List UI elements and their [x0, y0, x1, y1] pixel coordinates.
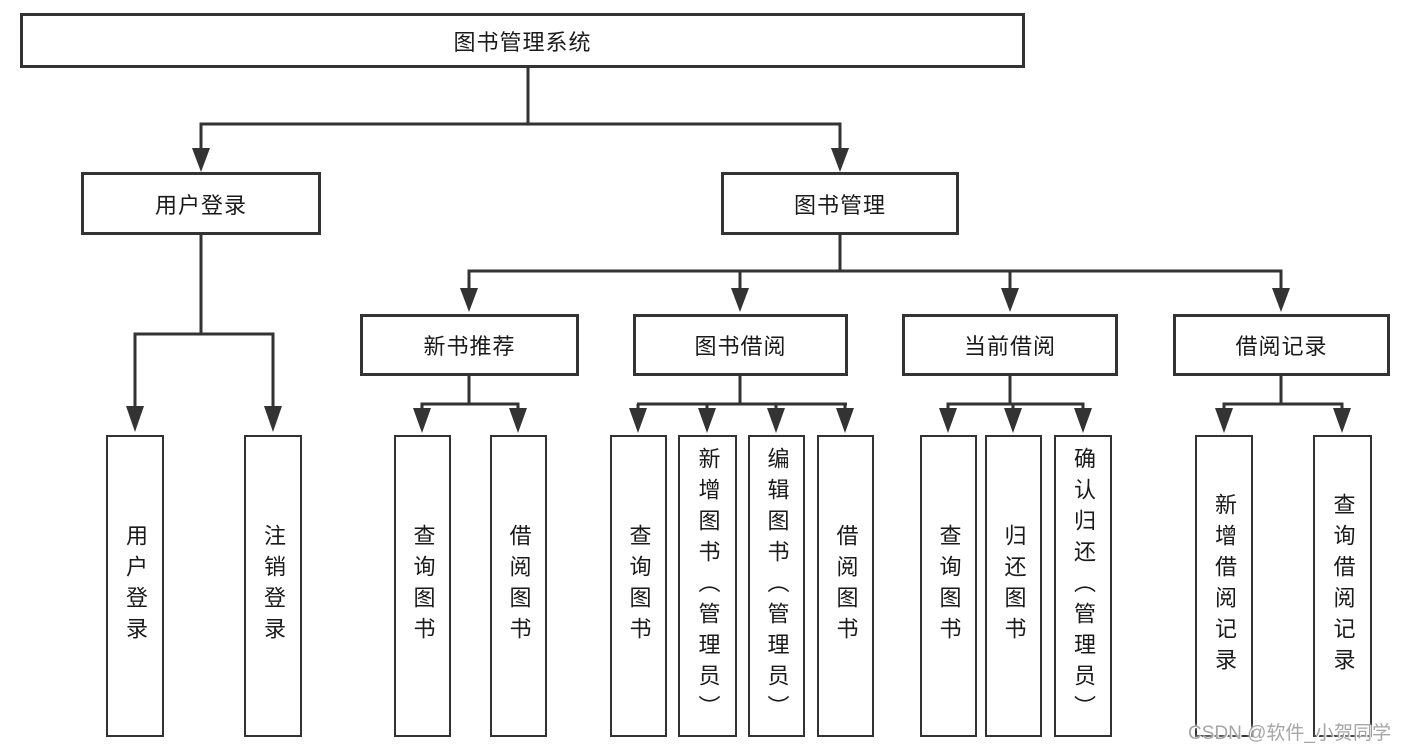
- connector-book-management-branch: [467, 235, 1283, 289]
- arrowhead-cb-confirm: [1074, 408, 1092, 433]
- leaf-nb-borrow-book: 借阅图书: [490, 435, 547, 737]
- leaf-bb-edit-book-admin-label: 编辑图书（管理员）: [764, 446, 790, 726]
- leaf-bb-borrow-book-label: 借阅图书: [833, 524, 859, 648]
- connector-current-borrow-group: [946, 376, 1085, 410]
- arrowhead-bb-add: [698, 408, 716, 433]
- arrowhead-nb-borrow: [509, 408, 527, 433]
- leaf-cb-confirm-return-admin-label: 确认归还（管理员）: [1071, 446, 1096, 726]
- leaf-nb-query-book: 查询图书: [394, 435, 451, 737]
- leaf-bb-edit-book-admin: 编辑图书（管理员）: [748, 435, 805, 737]
- node-root-label: 图书管理系统: [453, 29, 592, 55]
- node-new-book-recommend-label: 新书推荐: [423, 334, 516, 359]
- connector-root-to-level1: [199, 68, 842, 149]
- leaf-bb-query-book-label: 查询图书: [626, 524, 652, 648]
- leaf-logout: 注销登录: [244, 435, 302, 737]
- leaf-cb-return-book: 归还图书: [985, 435, 1042, 737]
- arrowhead-book-borrow: [731, 288, 749, 312]
- leaf-nb-query-book-label: 查询图书: [410, 524, 436, 648]
- leaf-br-add-record: 新增借阅记录: [1195, 435, 1253, 737]
- node-borrow-records-label: 借阅记录: [1235, 334, 1328, 359]
- leaf-nb-borrow-book-label: 借阅图书: [506, 524, 532, 648]
- leaf-br-add-record-label: 新增借阅记录: [1212, 493, 1237, 679]
- arrowhead-current-borrow: [1001, 288, 1019, 312]
- csdn-watermark: CSDN @软件_小贺同学: [1188, 723, 1391, 744]
- connector-user-login-branch: [133, 235, 275, 407]
- leaf-cb-query-book: 查询图书: [920, 435, 977, 737]
- arrowhead-book-management: [831, 148, 849, 172]
- leaf-bb-query-book: 查询图书: [610, 435, 667, 737]
- arrowhead-cb-return: [1004, 408, 1022, 433]
- leaf-br-query-record: 查询借阅记录: [1313, 435, 1372, 737]
- arrowhead-br-query: [1333, 408, 1351, 433]
- arrowhead-leaf-logout: [264, 406, 282, 432]
- arrowhead-bb-query: [629, 408, 647, 433]
- leaf-cb-query-book-label: 查询图书: [936, 524, 962, 648]
- leaf-user-login-action: 用户登录: [106, 435, 164, 737]
- node-user-login-label: 用户登录: [154, 192, 247, 218]
- connector-new-book-group: [420, 376, 520, 410]
- node-book-borrow: 图书借阅: [633, 314, 848, 376]
- arrowhead-leaf-user-login: [126, 406, 144, 432]
- arrowhead-nb-query: [413, 408, 431, 433]
- node-root: 图书管理系统: [20, 13, 1025, 68]
- node-current-borrow-label: 当前借阅: [963, 334, 1056, 359]
- arrowhead-bb-edit: [767, 408, 785, 433]
- leaf-logout-label: 注销登录: [261, 524, 286, 648]
- arrowheads: [126, 148, 1351, 433]
- node-new-book-recommend: 新书推荐: [360, 314, 579, 376]
- leaf-cb-confirm-return-admin: 确认归还（管理员）: [1054, 435, 1112, 737]
- leaf-bb-add-book-admin: 新增图书（管理员）: [678, 435, 737, 737]
- leaf-bb-add-book-admin-label: 新增图书（管理员）: [695, 446, 721, 726]
- node-current-borrow: 当前借阅: [902, 314, 1118, 376]
- leaf-bb-borrow-book: 借阅图书: [817, 435, 874, 737]
- node-book-borrow-label: 图书借阅: [694, 334, 787, 359]
- leaf-br-query-record-label: 查询借阅记录: [1330, 493, 1356, 679]
- leaf-cb-return-book-label: 归还图书: [1001, 524, 1027, 648]
- connector-book-borrow-group: [636, 376, 847, 410]
- arrowhead-new-book-recommend: [460, 288, 478, 312]
- node-book-management: 图书管理: [721, 172, 959, 235]
- connector-lines: [133, 68, 1344, 410]
- arrowhead-br-add: [1215, 408, 1233, 433]
- connector-borrow-records-group: [1222, 376, 1344, 410]
- node-borrow-records: 借阅记录: [1173, 314, 1390, 376]
- leaf-user-login-action-label: 用户登录: [123, 524, 148, 648]
- arrowhead-bb-borrow: [836, 408, 854, 433]
- arrowhead-cb-query: [939, 408, 957, 433]
- node-book-management-label: 图书管理: [793, 192, 886, 218]
- arrowhead-user-login: [192, 148, 210, 172]
- node-user-login: 用户登录: [81, 172, 321, 235]
- arrowhead-borrow-records: [1272, 288, 1290, 312]
